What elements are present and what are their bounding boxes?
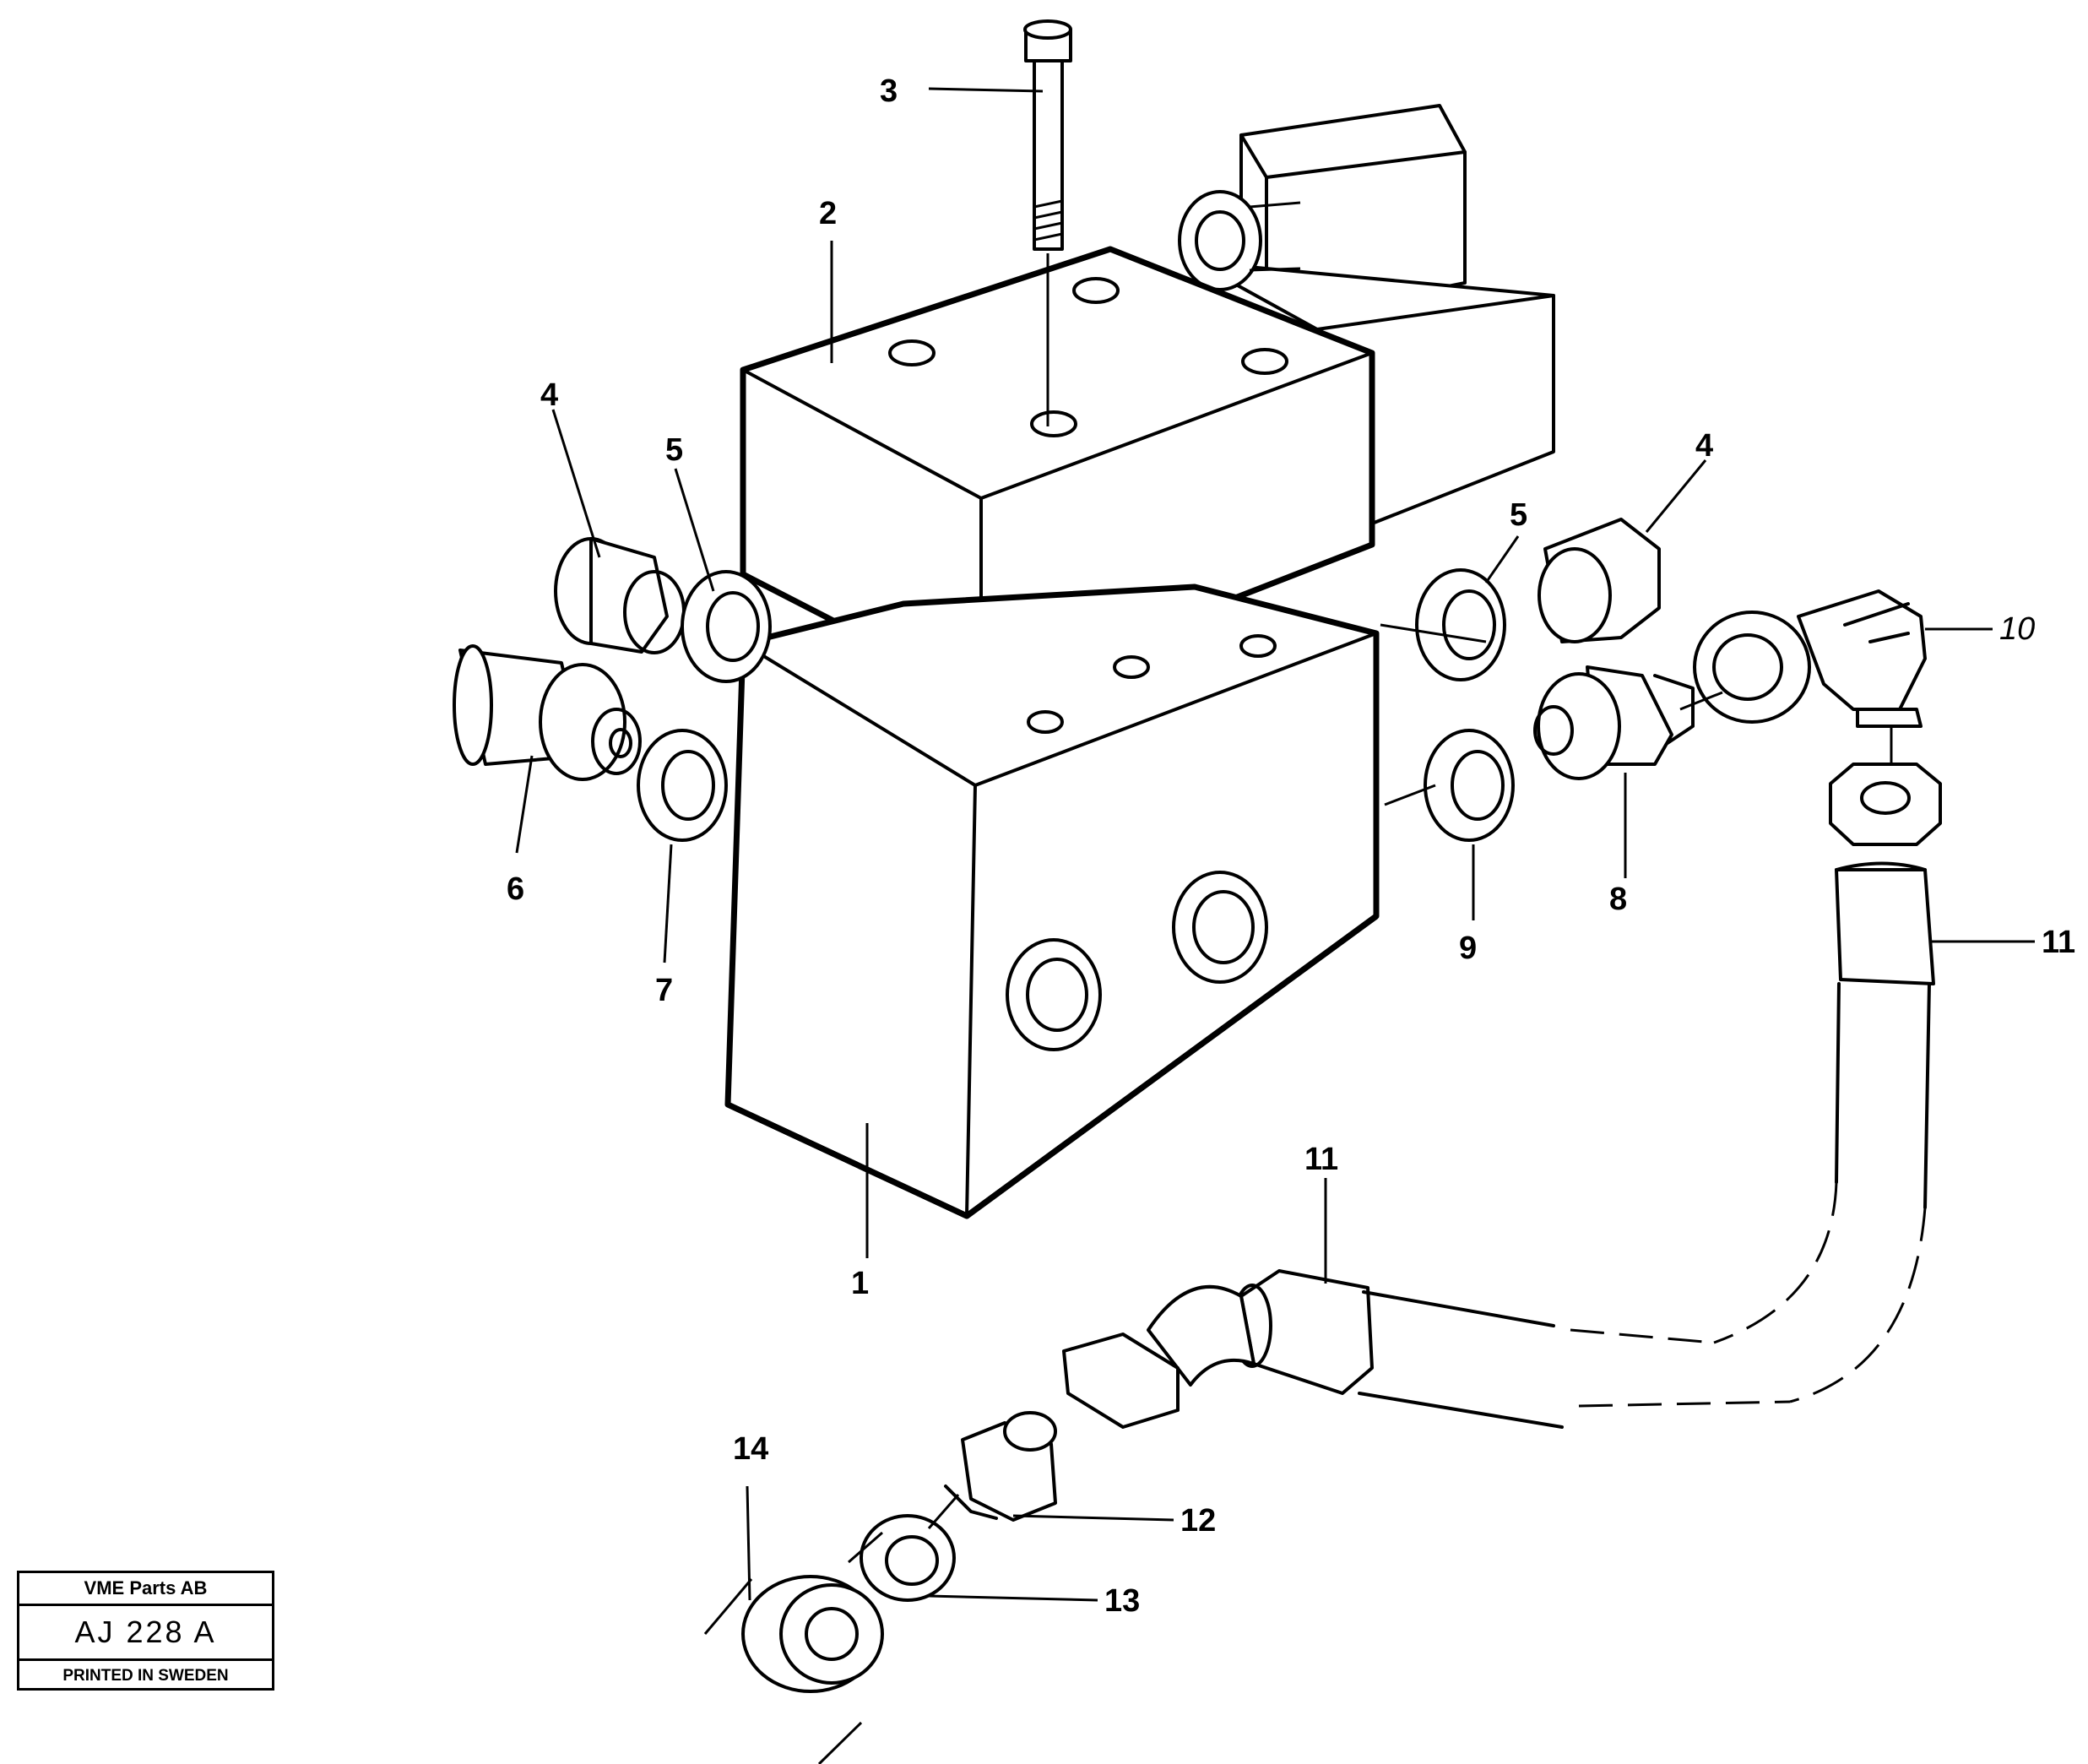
left-connector-6	[453, 644, 642, 781]
label-7: 7	[655, 973, 673, 1008]
label-11a: 11	[1304, 1142, 1338, 1177]
left-washer-5	[681, 570, 772, 683]
label-1: 1	[851, 1266, 869, 1301]
label-13: 13	[1104, 1583, 1140, 1619]
valve-block-top	[740, 246, 1375, 700]
label-5a: 5	[665, 432, 683, 468]
hose-bottom	[1062, 1269, 1791, 1429]
left-washer-7	[637, 729, 728, 842]
part-labels: 1 2 3 4 5 6 7 5 4 9 8 10 11 11 12 13 14	[507, 73, 2075, 1619]
hose-right	[1713, 763, 1942, 1403]
right-plug-4	[1538, 518, 1661, 643]
right-adapter-8	[1533, 665, 1695, 780]
lower-washer-13	[860, 1514, 956, 1602]
label-4b: 4	[1695, 428, 1713, 464]
leader-lines	[515, 87, 2035, 1764]
label-2: 2	[819, 196, 837, 231]
label-12: 12	[1180, 1503, 1216, 1539]
lower-plug-14	[741, 1575, 884, 1693]
right-washer-9	[1424, 729, 1515, 842]
title-block: VME Parts AB AJ 228 A PRINTED IN SWEDEN	[17, 1571, 274, 1691]
valve-block-bottom	[724, 583, 1380, 1219]
label-14: 14	[733, 1431, 768, 1467]
left-plug-4	[554, 537, 686, 654]
company-name: VME Parts AB	[19, 1573, 272, 1606]
label-10: 10	[1999, 611, 2035, 647]
lower-adapter-12	[944, 1411, 1057, 1522]
bolt	[1023, 19, 1072, 426]
label-9: 9	[1459, 931, 1477, 966]
label-8: 8	[1609, 882, 1627, 917]
label-4a: 4	[540, 377, 558, 413]
printed-in: PRINTED IN SWEDEN	[62, 1667, 229, 1685]
label-6: 6	[507, 871, 524, 907]
drawing-code: AJ 228 A	[19, 1606, 272, 1661]
label-11b: 11	[2042, 925, 2075, 960]
label-3: 3	[880, 73, 898, 109]
right-washer-5	[1415, 568, 1506, 681]
right-elbow-10	[1693, 589, 1927, 728]
label-5b: 5	[1510, 497, 1527, 533]
